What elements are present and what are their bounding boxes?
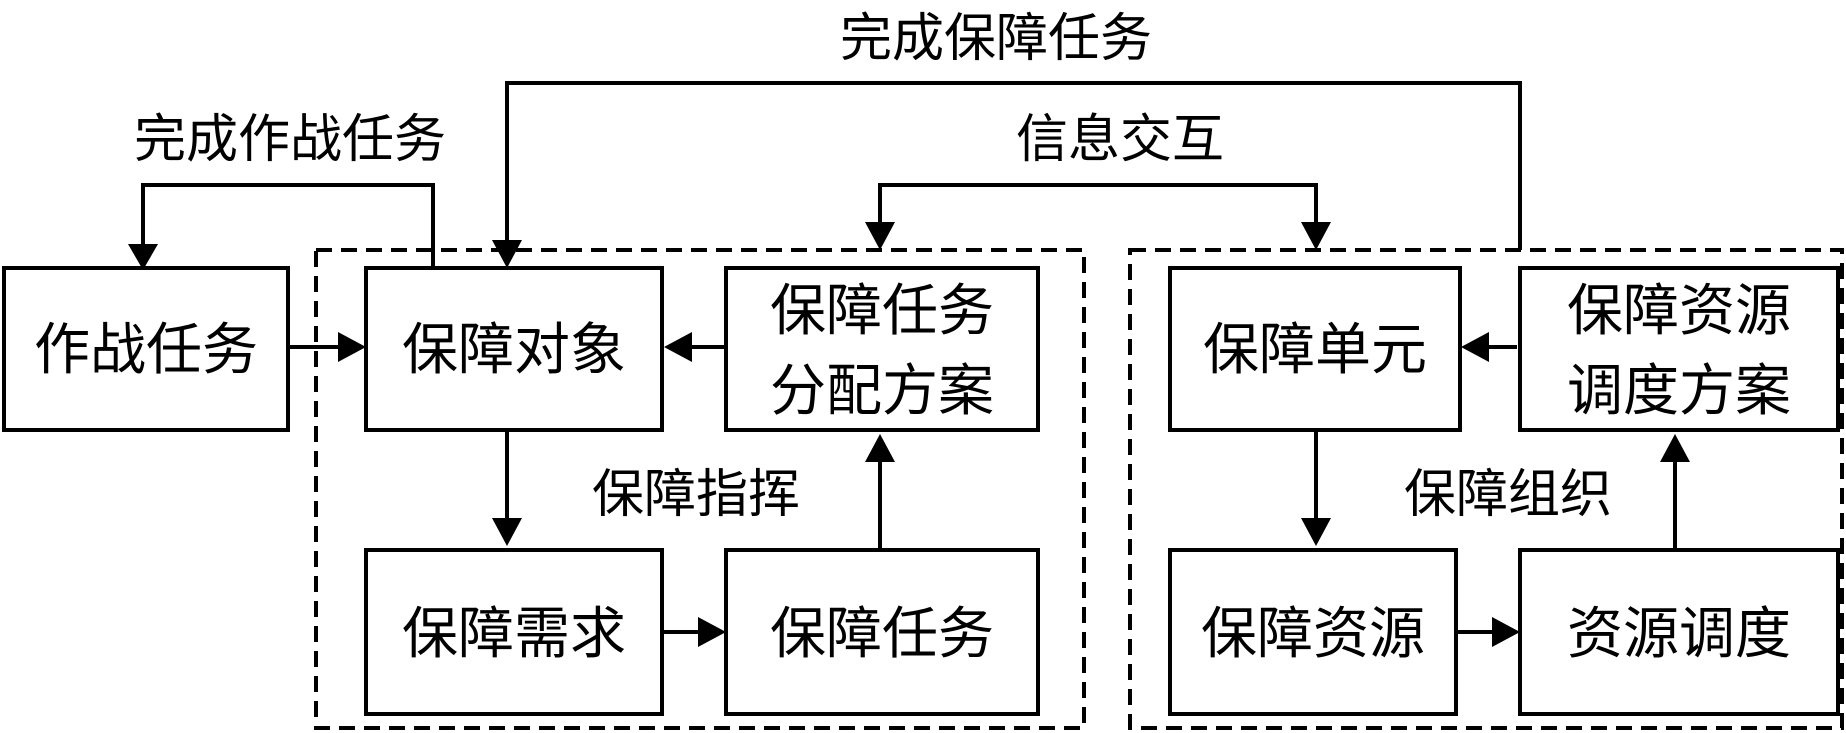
arrowhead-down: [1301, 518, 1331, 546]
box-label: 作战任务: [34, 318, 258, 383]
box-support-demand: 保障需求: [364, 548, 664, 716]
box-label: 保障单元: [1203, 318, 1427, 383]
arrowhead-down: [492, 518, 522, 546]
arrowhead-up: [1660, 434, 1690, 462]
label-support-organization: 保障组织: [1404, 465, 1612, 525]
complete-combat-task-line: [141, 183, 435, 268]
box-resource-scheduling: 资源调度: [1518, 548, 1840, 716]
box-support-unit: 保障单元: [1168, 266, 1462, 432]
info-interaction-line: [878, 183, 1318, 225]
box-support-resource: 保障资源: [1168, 548, 1458, 716]
box-support-task: 保障任务: [724, 548, 1040, 716]
support-organization-group: [1128, 248, 1844, 730]
box-label: 保障需求: [402, 602, 626, 667]
arrowhead-down: [865, 222, 895, 250]
arrowhead-right: [338, 332, 366, 362]
arrowheads: [128, 222, 1690, 647]
arrowhead-down: [1301, 222, 1331, 250]
connectors: [141, 81, 1677, 634]
box-support-object: 保障对象: [364, 266, 664, 432]
box-task-allocation-plan: 保障任务 分配方案: [724, 266, 1040, 432]
box-label-line1: 保障资源: [1567, 279, 1791, 344]
arrowhead-left: [664, 332, 692, 362]
arrowhead-down: [128, 244, 158, 270]
box-label: 保障对象: [402, 318, 626, 383]
arrowhead-up: [865, 434, 895, 462]
label-support-command: 保障指挥: [592, 465, 800, 525]
box-label: 资源调度: [1567, 602, 1791, 667]
label-info-interaction: 信息交互: [1016, 110, 1224, 170]
box-combat-task: 作战任务: [2, 266, 290, 432]
complete-support-task-line: [505, 81, 1522, 250]
label-complete-combat-task: 完成作战任务: [134, 110, 446, 170]
box-label: 保障任务: [770, 602, 994, 667]
arrowhead-right: [1492, 617, 1520, 647]
arrowhead-left: [1461, 332, 1489, 362]
box-label-line2: 调度方案: [1567, 359, 1791, 424]
support-command-group: [314, 248, 1086, 730]
arrowhead-down: [492, 240, 522, 268]
box-label-line1: 保障任务: [770, 279, 994, 344]
arrowhead-right: [698, 617, 726, 647]
box-label: 保障资源: [1201, 602, 1425, 667]
label-complete-support-task: 完成保障任务: [840, 9, 1152, 69]
box-resource-scheduling-plan: 保障资源 调度方案: [1518, 266, 1840, 432]
box-label-line2: 分配方案: [770, 359, 994, 424]
